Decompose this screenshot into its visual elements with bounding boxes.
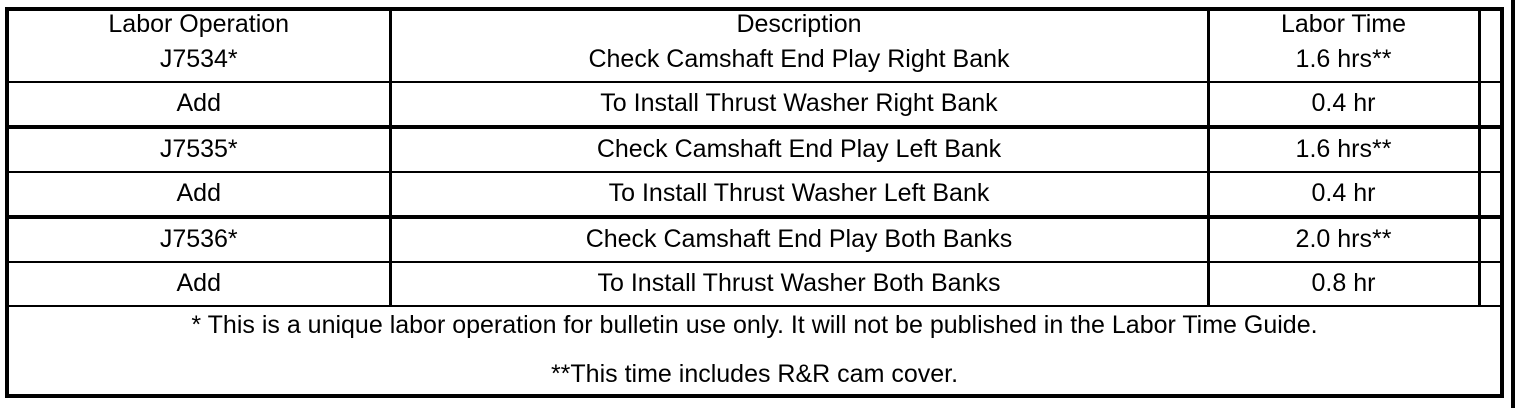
cell-blank: [1479, 126, 1500, 173]
table-row: J7535* Check Camshaft End Play Left Bank…: [9, 126, 1500, 173]
cell-blank: [1479, 38, 1500, 83]
cell-description: To Install Thrust Washer Right Bank: [390, 81, 1210, 129]
cell-labor-operation: Add: [9, 81, 392, 129]
cell-description: Check Camshaft End Play Right Bank: [390, 38, 1210, 83]
cell-description: To Install Thrust Washer Left Bank: [390, 171, 1210, 219]
cell-description: To Install Thrust Washer Both Banks: [390, 261, 1210, 307]
table-row: Add To Install Thrust Washer Right Bank …: [9, 81, 1500, 129]
cell-description: Check Camshaft End Play Both Banks: [390, 216, 1210, 263]
footnote-single-asterisk: * This is a unique labor operation for b…: [191, 310, 1318, 339]
cell-labor-time: 2.0 hrs**: [1208, 216, 1481, 263]
cell-labor-time: 0.4 hr: [1208, 171, 1481, 219]
footnote-block: * This is a unique labor operation for b…: [9, 305, 1500, 394]
cell-blank: [1479, 171, 1500, 219]
cell-labor-operation: J7535*: [9, 126, 392, 173]
column-header-description: Description: [390, 10, 1210, 39]
labor-operation-table: Labor Operation Description Labor Time J…: [9, 10, 1500, 394]
cell-labor-operation: J7536*: [9, 216, 392, 263]
cell-blank: [1479, 81, 1500, 129]
cell-labor-operation: J7534*: [9, 38, 392, 83]
column-header-labor-operation: Labor Operation: [9, 10, 392, 39]
footnote-spacer: [9, 339, 1500, 361]
cell-labor-time: 1.6 hrs**: [1208, 126, 1481, 173]
table-row: Add To Install Thrust Washer Left Bank 0…: [9, 171, 1500, 219]
cell-labor-time: 0.4 hr: [1208, 81, 1481, 129]
table-header-row: Labor Operation Description Labor Time: [9, 10, 1500, 39]
footnote-double-asterisk: **This time includes R&R cam cover.: [550, 360, 959, 389]
column-header-blank: [1479, 11, 1500, 39]
cell-labor-time: 1.6 hrs**: [1208, 38, 1481, 83]
cell-labor-time: 0.8 hr: [1208, 261, 1481, 307]
page-edge-rule: [1511, 0, 1515, 408]
cell-blank: [1479, 216, 1500, 263]
cell-labor-operation: Add: [9, 171, 392, 219]
cell-blank: [1479, 261, 1500, 307]
footnote-row: * This is a unique labor operation for b…: [9, 305, 1500, 394]
table-row: J7534* Check Camshaft End Play Right Ban…: [9, 38, 1500, 83]
cell-description: Check Camshaft End Play Left Bank: [390, 126, 1210, 173]
table-row: J7536* Check Camshaft End Play Both Bank…: [9, 216, 1500, 263]
table-row: Add To Install Thrust Washer Both Banks …: [9, 261, 1500, 307]
cell-labor-operation: Add: [9, 261, 392, 307]
column-header-labor-time: Labor Time: [1208, 10, 1481, 39]
labor-operation-table-container: Labor Operation Description Labor Time J…: [5, 7, 1504, 398]
